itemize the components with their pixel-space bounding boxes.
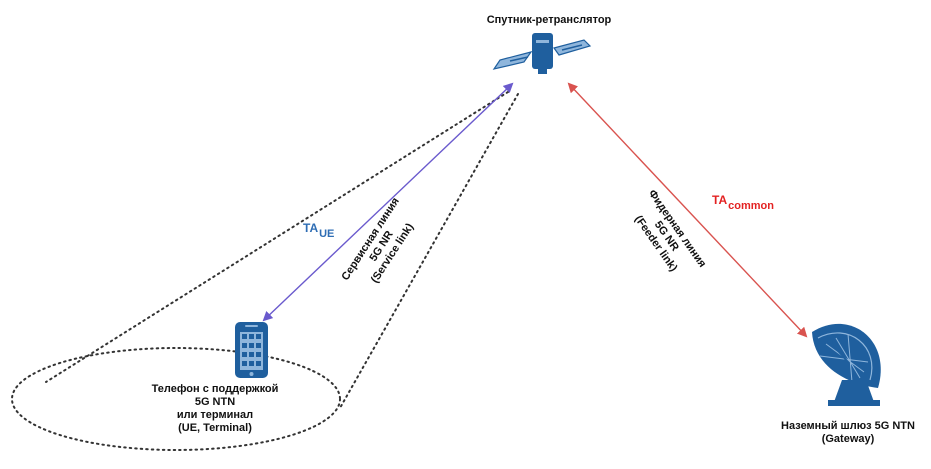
ta-common-label: TAcommon: [712, 193, 774, 212]
gateway-caption-line-2: (Gateway): [821, 433, 875, 445]
service-link-arrow: [262, 82, 514, 322]
ta-common-sub: common: [728, 200, 774, 212]
phone-caption-line-1: Телефон с поддержкой: [151, 383, 279, 395]
ta-ue-base: TA: [303, 221, 319, 235]
satellite-title: Спутник-ретранслятор: [486, 14, 612, 26]
gateway-dish-icon: [812, 323, 881, 406]
phone-caption-line-2: 5G NTN: [194, 396, 236, 408]
gateway-caption: Наземный шлюз 5G NTN (Gateway): [768, 420, 928, 446]
phone-icon: [235, 322, 268, 378]
gateway-caption-line-1: Наземный шлюз 5G NTN: [781, 420, 915, 432]
phone-caption: Телефон с поддержкой 5G NTN или терминал…: [150, 383, 280, 435]
feeder-link-arrow: [567, 82, 808, 338]
satellite-icon: [492, 33, 592, 74]
ta-ue-sub: UE: [319, 228, 335, 240]
beam-left-edge: [45, 91, 509, 383]
ta-ue-label: TAUE: [303, 221, 334, 240]
phone-caption-line-3: или терминал: [176, 409, 254, 421]
ta-common-base: TA: [712, 193, 728, 207]
coverage-footprint: [11, 347, 341, 451]
phone-caption-line-4: (UE, Terminal): [178, 422, 252, 434]
